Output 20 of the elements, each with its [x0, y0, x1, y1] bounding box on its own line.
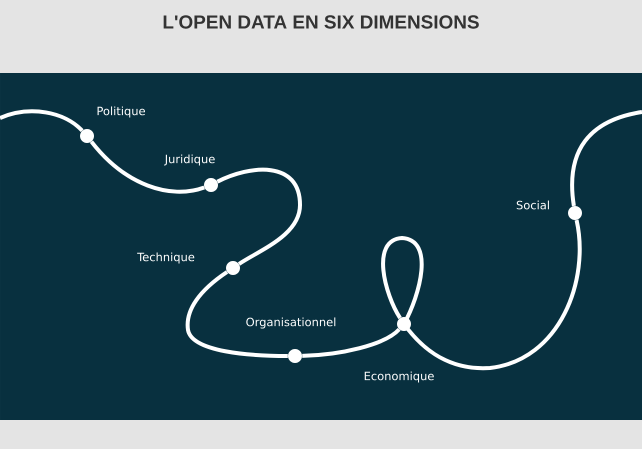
waypoint-dot: [397, 317, 411, 331]
waypoint-dot: [80, 129, 94, 143]
dimension-label: Social: [516, 200, 549, 210]
dimension-label: Juridique: [164, 154, 215, 166]
curve-line: [0, 109, 84, 132]
waypoint-dot: [288, 349, 302, 363]
dimension-label: Politique: [98, 106, 145, 118]
curve-line: [216, 168, 302, 266]
curve-line: [570, 110, 642, 206]
waypoint-dot: [568, 206, 582, 220]
dimension-label: Technique: [137, 252, 194, 264]
curve-line: [381, 220, 582, 370]
curve-line: [186, 270, 288, 358]
curve-line: [302, 328, 401, 358]
title: L'OPEN DATA EN SIX DIMENSIONS: [164, 15, 479, 29]
curve-line: [90, 140, 205, 194]
waypoint-dot: [226, 261, 240, 275]
dimension-label: Organisationnel: [246, 317, 336, 329]
dimension-label: Economique: [364, 371, 434, 383]
waypoint-dot: [204, 178, 218, 192]
